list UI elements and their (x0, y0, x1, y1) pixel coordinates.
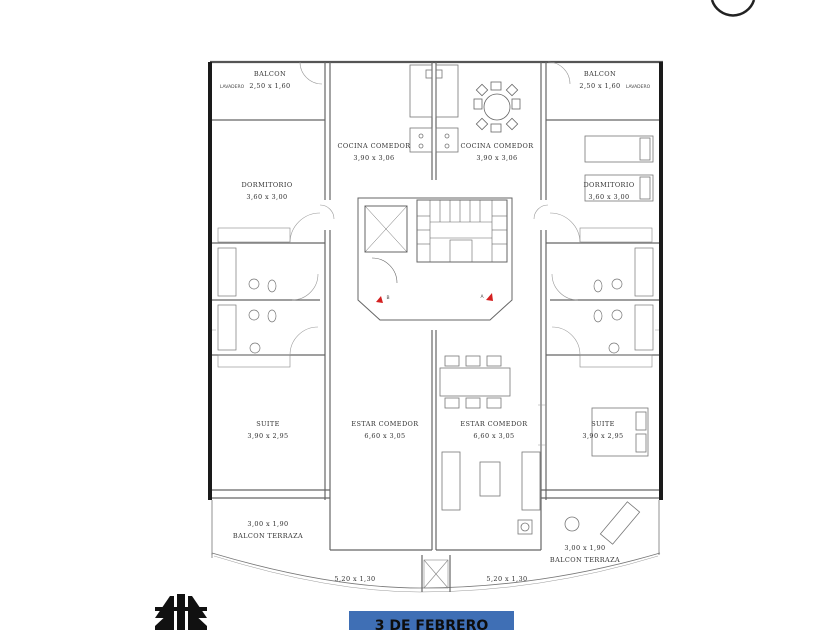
room-dims-terraza-left: 3,00 x 1,90 (247, 520, 288, 528)
bathroom-fixtures-right (593, 247, 654, 354)
room-dims-estar-left: 6,60 x 3,05 (364, 432, 405, 440)
room-dims-suite-left: 3,90 x 2,95 (247, 432, 288, 440)
room-name-terraza-right: BALCON TERRAZA (550, 556, 620, 564)
windows (212, 329, 659, 446)
room-name-suite-right: SUITE (591, 420, 615, 428)
room-name-lavadero-left: LAVADERO (220, 84, 245, 90)
room-dims-cocina-left: 3,90 x 3,06 (353, 154, 394, 162)
project-name-banner: 3 DE FEBRERO (349, 611, 514, 630)
room-name-balcon-right: BALCON (584, 70, 616, 78)
room-dims-balcon-right: 2,50 x 1,60 (579, 82, 620, 90)
beds (584, 135, 654, 457)
room-name-estar-left: ESTAR COMEDOR (351, 420, 419, 428)
closets (217, 227, 653, 368)
stair-elevator-core (357, 197, 513, 321)
interior-walls (212, 62, 659, 592)
front-stair-box (423, 559, 449, 589)
room-dims-terraza-right: 3,00 x 1,90 (564, 544, 605, 552)
room-dims-cocina-right: 3,90 x 3,06 (476, 154, 517, 162)
building-logo-icon (155, 594, 207, 630)
kitchen-counters (409, 64, 459, 153)
room-dims-balcon-left: 2,50 x 1,60 (249, 82, 290, 90)
room-dims-suite-right: 3,90 x 2,95 (582, 432, 623, 440)
room-name-lavadero-right: LAVADERO (626, 84, 651, 90)
room-name-suite-left: SUITE (256, 420, 280, 428)
room-dims-front-left: 5,20 x 1,30 (334, 575, 375, 583)
room-dims-dormitorio-left: 3,60 x 3,00 (246, 193, 287, 201)
elevator-marker-b-icon (376, 296, 383, 303)
elevator-mark-a: A (480, 294, 484, 300)
north-arrow-icon (710, 0, 756, 17)
elevator-mark-b: B (386, 295, 389, 301)
bathroom-fixtures-left (217, 247, 277, 354)
door-swings (289, 61, 581, 356)
room-name-cocina-right: COCINA COMEDOR (460, 142, 534, 150)
room-dims-estar-right: 6,60 x 3,05 (473, 432, 514, 440)
project-name: 3 DE FEBRERO (374, 618, 489, 630)
room-name-estar-right: ESTAR COMEDOR (460, 420, 528, 428)
room-name-dormitorio-right: DORMITORIO (583, 181, 634, 189)
room-dims-front-right: 5,20 x 1,30 (486, 575, 527, 583)
round-table-icon (473, 81, 521, 133)
room-name-cocina-left: COCINA COMEDOR (337, 142, 411, 150)
room-name-balcon-left: BALCON (254, 70, 286, 78)
room-dims-dormitorio-right: 3,60 x 3,00 (588, 193, 629, 201)
elevator-marker-a-icon (486, 293, 493, 301)
room-name-dormitorio-left: DORMITORIO (241, 181, 292, 189)
living-furniture (439, 355, 641, 545)
room-name-terraza-left: BALCON TERRAZA (233, 532, 303, 540)
